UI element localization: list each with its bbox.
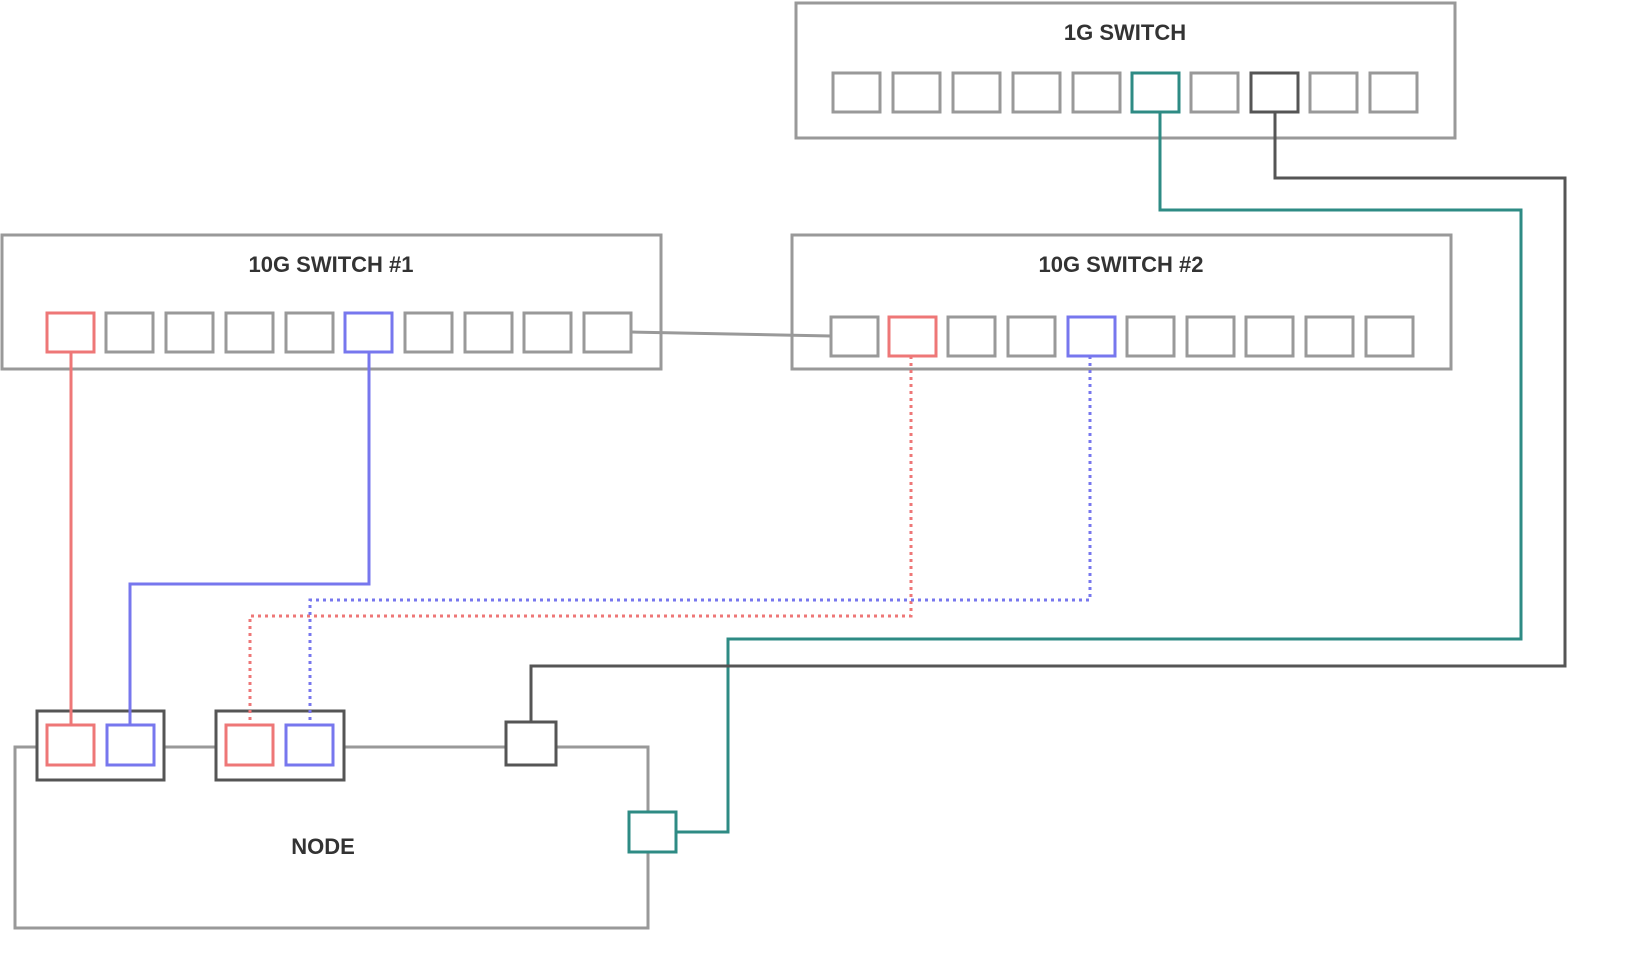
switch-1g-port-4 [1011,71,1062,114]
switch-1g-port-10 [1368,71,1419,114]
cable-red-dotted [248,356,913,725]
switch-10g-1-label: 10G SWITCH #1 [248,252,413,277]
switch-10g-2-port-4 [1006,315,1057,358]
switch-10g-2-port-5 [1066,315,1117,358]
switch-10g-1-port-2 [104,311,155,354]
node-nic-1-port-blue [105,723,156,767]
node: NODE [13,709,678,930]
switch-1g-port-8 [1249,71,1300,114]
node-port-teal [627,810,678,854]
switch-10g-1-port-5 [284,311,335,354]
switch-10g-1-port-8 [463,311,514,354]
switch-10g-1-ports [45,311,633,354]
switch-10g-2-ports [829,315,1415,358]
switch-1g-port-7 [1189,71,1240,114]
inter-switch-link [630,330,832,338]
switch-10g-2-label: 10G SWITCH #2 [1038,252,1203,277]
switch-10g-2-port-6 [1125,315,1176,358]
switch-10g-2-port-9 [1304,315,1355,358]
node-nic-2 [214,709,346,782]
node-nic-1 [35,709,166,782]
cable-blue-dotted [308,356,1092,725]
switch-1g-port-5 [1071,71,1122,114]
switch-10g-2-port-2 [887,315,938,358]
switch-1g-port-9 [1308,71,1359,114]
switch-1g-port-3 [951,71,1002,114]
node-nic-1-port-red [45,723,96,767]
switch-10g-2-port-8 [1244,315,1295,358]
switch-10g-2: 10G SWITCH #2 [790,233,1453,371]
switch-10g-1-port-1 [45,311,96,354]
node-nic-2-port-red [224,723,275,767]
node-outline-right [556,745,650,812]
node-label: NODE [291,834,355,859]
node-nic-2-port-blue [284,723,335,767]
switch-10g-2-port-3 [946,315,997,358]
switch-1g-port-1 [831,71,882,114]
switch-10g-1-port-4 [224,311,275,354]
switch-10g-2-port-7 [1185,315,1236,358]
cable-blue-solid [128,352,371,725]
switch-1g-port-2 [891,71,942,114]
switch-10g-1-port-7 [403,311,454,354]
switch-1g: 1G SWITCH [794,1,1457,140]
switch-1g-chassis [794,1,1457,140]
switch-10g-1-port-10 [582,311,633,354]
switch-1g-label: 1G SWITCH [1064,20,1186,45]
switch-10g-2-port-10 [1364,315,1415,358]
switch-1g-port-6 [1130,71,1181,114]
switch-10g-2-port-1 [829,315,880,358]
node-mgmt-port-dark [504,720,558,767]
cable-dark [529,112,1567,722]
switch-10g-1-port-6 [343,311,394,354]
switch-10g-1-port-3 [164,311,215,354]
cable-teal [676,112,1523,834]
node-outline [13,745,650,930]
switch-10g-1: 10G SWITCH #1 [0,233,663,371]
switch-10g-1-port-9 [522,311,573,354]
